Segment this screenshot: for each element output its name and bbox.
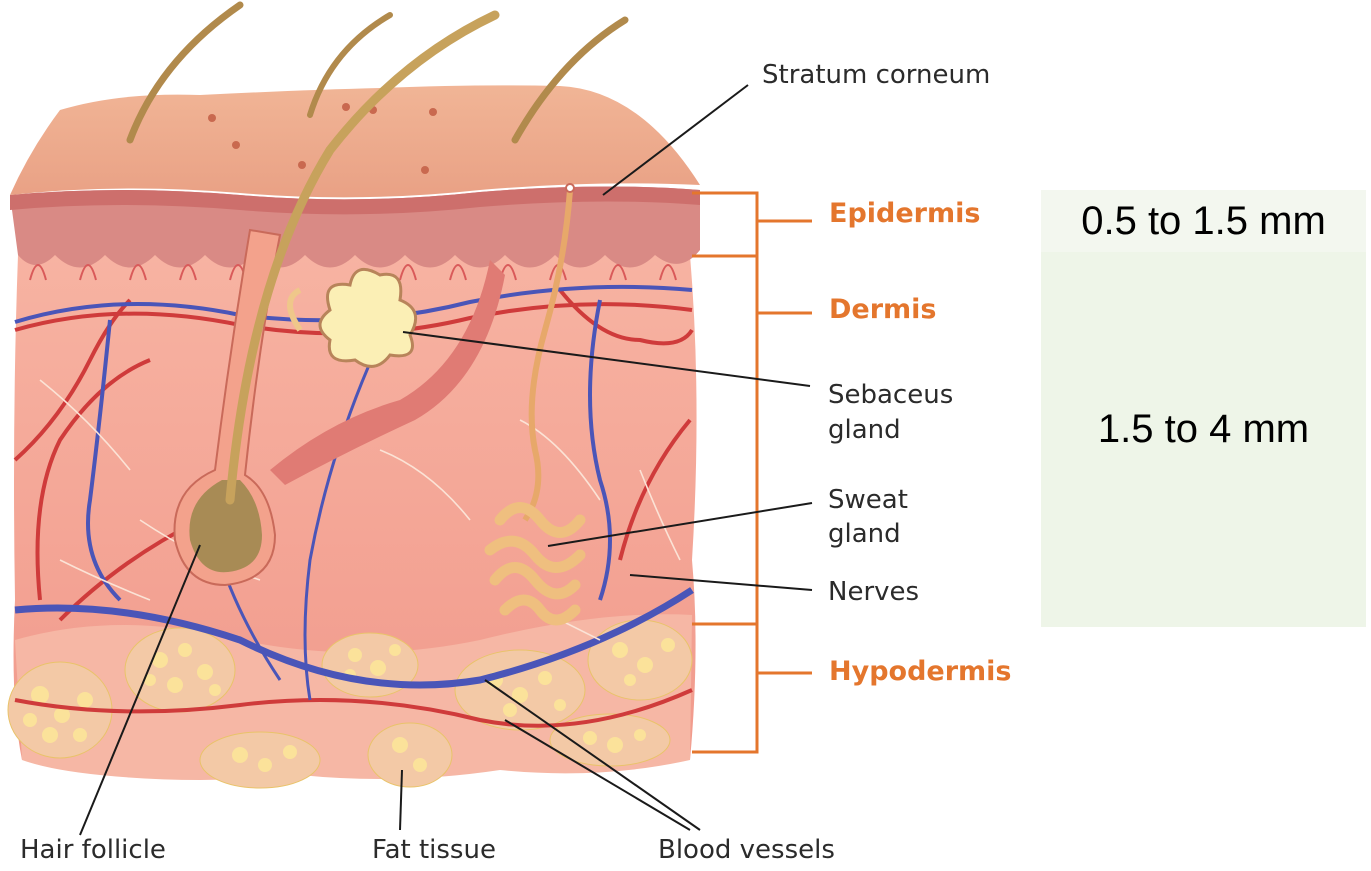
sebaceus-gland-label-line2: gland (828, 413, 901, 447)
hypodermis-label: Hypodermis (829, 656, 1012, 687)
dermis-label: Dermis (829, 294, 937, 325)
sweat-gland-label-line2: gland (828, 517, 901, 551)
hair-follicle-label: Hair follicle (20, 833, 166, 867)
dermis-thickness-box: 1.5 to 4 mm (1041, 252, 1366, 627)
sebaceus-gland-label-line1: Sebaceus (828, 378, 953, 412)
nerves-label: Nerves (828, 575, 919, 609)
epidermis-label: Epidermis (829, 198, 980, 229)
epidermis-thickness-value: 0.5 to 1.5 mm (1081, 199, 1326, 244)
sweat-gland-label-line1: Sweat (828, 483, 908, 517)
layer-bracket (692, 193, 812, 752)
stratum-corneum-label: Stratum corneum (762, 58, 990, 92)
fat-tissue-label: Fat tissue (372, 833, 496, 867)
dermis-thickness-value: 1.5 to 4 mm (1098, 407, 1309, 452)
blood-vessels-label: Blood vessels (658, 833, 835, 867)
epidermis-thickness-box: 0.5 to 1.5 mm (1041, 190, 1366, 252)
skin-surface (10, 85, 700, 197)
